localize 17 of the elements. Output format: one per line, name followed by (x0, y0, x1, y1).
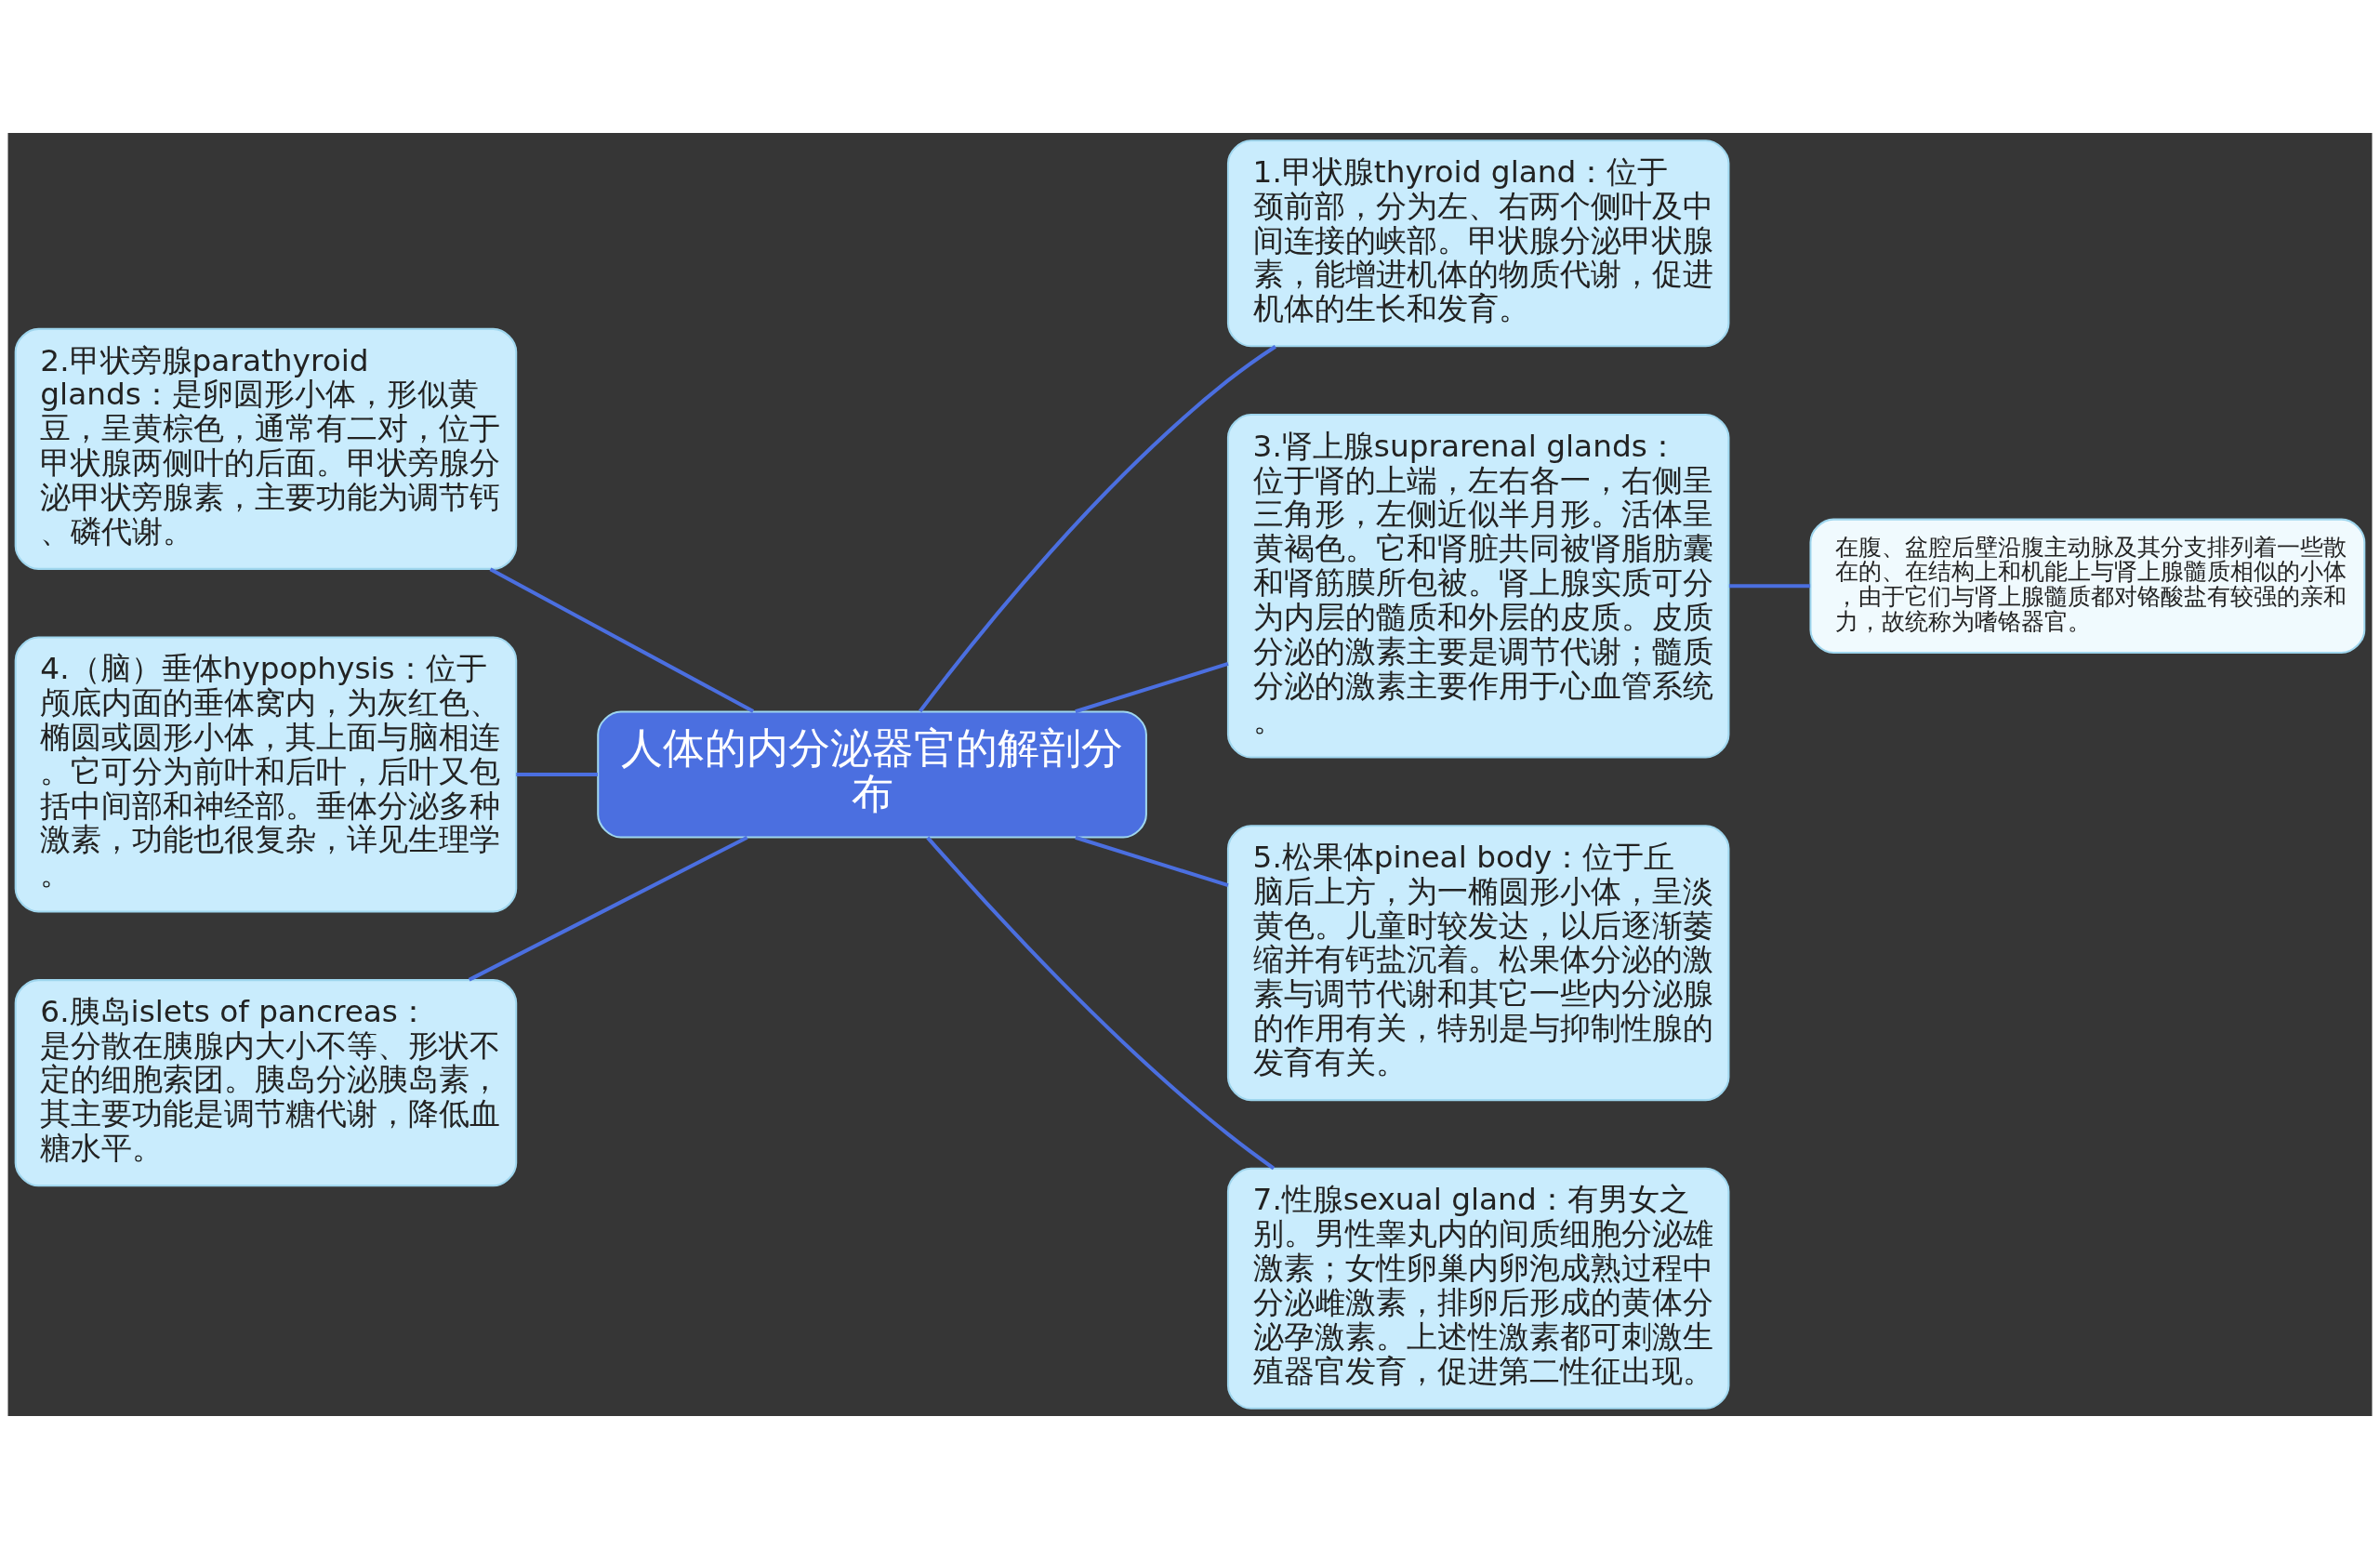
node-box: 3.肾上腺suprarenal glands：位于肾的上端，左右各一，右侧呈三角形，左侧近似半月形。活体呈黄褐色。它和肾脏共同被肾脂肪囊和肾筋膜所包被。肾上腺实质可分为内层的髓质和外层的皮质。皮质分泌的激素主要是调节代谢；髓质分泌的激素主要作用于心血管系统。 (1226, 414, 1730, 759)
node-box: 2.甲状旁腺parathyroid glands：是卵圆形小体，形似黄豆，呈黄棕色，通常有二对，位于甲状腺两侧叶的后面。甲状旁腺分泌甲状旁腺素，主要功能为调节钙、磷代谢。 (14, 327, 518, 570)
connector (1075, 661, 1229, 714)
connector (516, 772, 599, 777)
node-box: 6.胰岛islets of pancreas：是分散在胰腺内大小不等、形状不定的细胞索团。胰岛分泌胰岛素，其主要功能是调节糖代谢，降低血糖水平。 (14, 979, 518, 1187)
node-box: 4.（脑）垂体hypophysis：位于颅底内面的垂体窝内，为灰红色、椭圆或圆形小体，其上面与脑相连。它可分为前叶和后叶，后叶又包括中间部和神经部。垂体分泌多种激素，功能也很复杂，详见生理学。 (14, 636, 518, 913)
connector (1728, 584, 1811, 589)
node-box: 5.松果体pineal body：位于丘脑后上方，为一椭圆形小体，呈淡黄色。儿童时较发达，以后逐渐萎缩并有钙盐沉着。松果体分泌的激素与调节代谢和其它一些内分泌腺的作用有关，特别是与抑制性腺的发育有关。 (1226, 825, 1730, 1102)
connector (919, 345, 1276, 713)
connector (468, 835, 748, 982)
node-box: 人体的内分泌器官的解剖分布 (597, 710, 1147, 839)
connector (926, 836, 1276, 1171)
connector (489, 567, 755, 713)
node-box: 7.性腺sexual gland：有男女之别。男性睾丸内的间质细胞分泌雄激素；女性卵巢内卵泡成熟过程中分泌雌激素，排卵后形成的黄体分泌孕激素。上述性激素都可刺激生殖器官发育，促进第二性征出现。 (1226, 1167, 1730, 1410)
connector (1075, 835, 1229, 888)
node-box: 1.甲状腺thyroid gland：位于颈前部，分为左、右两个侧叶及中间连接的峡部。甲状腺分泌甲状腺素，能增进机体的物质代谢，促进机体的生长和发育。 (1226, 139, 1730, 348)
node-box: 在腹、盆腔后壁沿腹主动脉及其分支排列着一些散在的、在结构上和机能上与肾上腺髓质相似的小体，由于它们与肾上腺髓质都对铬酸盐有较强的亲和力，故统称为嗜铬器官。 (1809, 518, 2366, 654)
